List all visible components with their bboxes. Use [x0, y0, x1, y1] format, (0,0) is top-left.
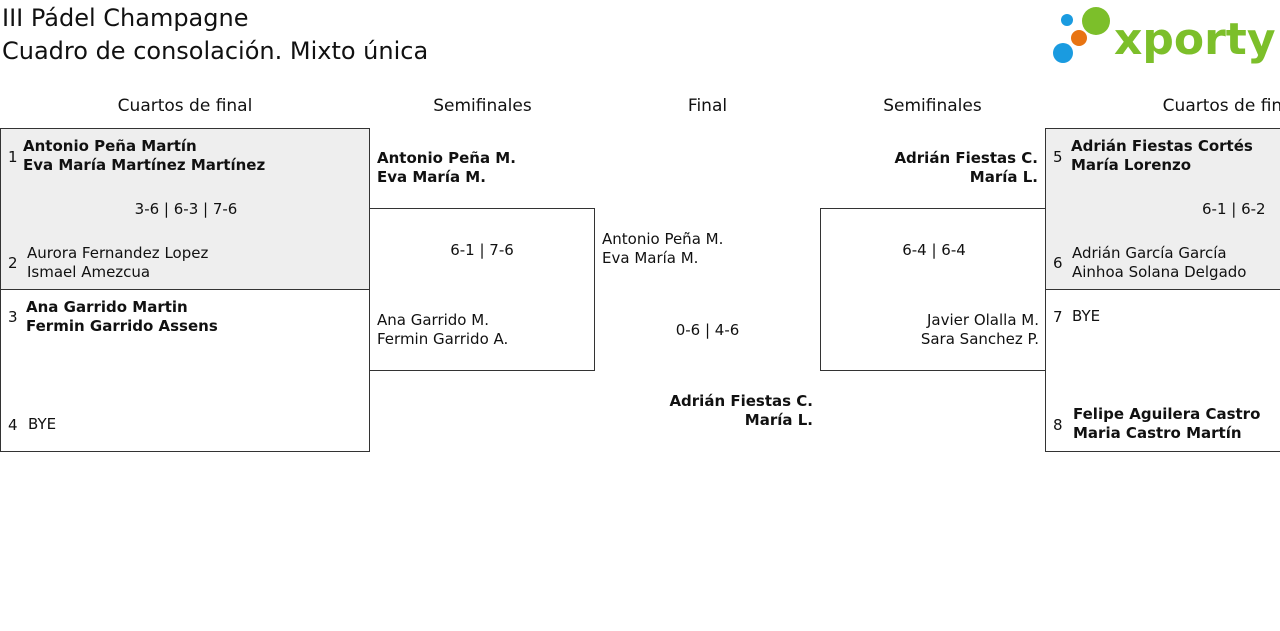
team-player: Adrián García García: [1072, 244, 1227, 262]
match-score: 6-1 | 7-6: [450, 241, 514, 259]
round-left-quarterfinals: Cuartos de final: [117, 96, 253, 116]
tournament-title: III Pádel Champagne Cuadro de consolació…: [2, 2, 428, 68]
right-qf-match-1[interactable]: 5 Adrián Fiestas Cortés María Lorenzo 6-…: [1045, 128, 1280, 290]
round-right-quarterfinals: Cuartos de final: [1162, 96, 1280, 116]
match-score: 6-4 | 6-4: [902, 241, 966, 259]
seed-number: 1: [8, 148, 18, 166]
left-qf-match-1[interactable]: 1 Antonio Peña Martín Eva María Martínez…: [0, 128, 370, 290]
xporty-logo-icon: xporty: [1053, 7, 1275, 65]
right-sf-team-a-player: María L.: [969, 168, 1038, 186]
logo-text: xporty: [1114, 14, 1275, 65]
final-winner-player: Adrián Fiestas C.: [669, 392, 813, 410]
match-score: 3-6 | 6-3 | 7-6: [134, 200, 238, 218]
left-sf-team-a-player: Eva María M.: [377, 168, 486, 186]
round-left-semifinals: Semifinales: [433, 96, 532, 116]
team-player: Javier Olalla M.: [927, 311, 1039, 329]
team-player: Sara Sanchez P.: [920, 330, 1039, 348]
final-winner-player: María L.: [744, 411, 813, 429]
team-player: Ana Garrido Martin: [26, 298, 188, 316]
team-player: Fermin Garrido Assens: [26, 317, 218, 335]
seed-number: 2: [8, 254, 18, 272]
right-qf-match-2[interactable]: 7 BYE 8 Felipe Aguilera Castro Maria Cas…: [1045, 289, 1280, 452]
seed-number: 4: [8, 416, 18, 434]
round-right-semifinals: Semifinales: [883, 96, 982, 116]
round-final: Final: [687, 96, 728, 116]
team-player: Ana Garrido M.: [377, 311, 489, 329]
seed-number: 5: [1053, 148, 1063, 166]
left-qf-match-2[interactable]: 3 Ana Garrido Martin Fermin Garrido Asse…: [0, 289, 370, 452]
xporty-logo[interactable]: xporty: [1050, 4, 1275, 68]
subtitle-line: Cuadro de consolación. Mixto única: [2, 37, 429, 65]
team-player: Adrián Fiestas Cortés: [1071, 137, 1253, 155]
team-player: Ismael Amezcua: [27, 263, 151, 281]
seed-number: 7: [1053, 308, 1063, 326]
left-sf-match[interactable]: 6-1 | 7-6 Ana Garrido M. Fermin Garrido …: [369, 208, 595, 371]
final-team-a-player: Eva María M.: [602, 249, 699, 267]
team-player: Maria Castro Martín: [1073, 424, 1242, 442]
team-player: Eva María Martínez Martínez: [23, 156, 266, 174]
final-team-a-player: Antonio Peña M.: [602, 230, 724, 248]
team-player: Antonio Peña Martín: [23, 137, 197, 155]
team-player: Felipe Aguilera Castro: [1073, 405, 1261, 423]
right-sf-match[interactable]: 6-4 | 6-4 Javier Olalla M. Sara Sanchez …: [820, 208, 1046, 371]
team-player: Ainhoa Solana Delgado: [1072, 263, 1247, 281]
title-line: III Pádel Champagne: [2, 4, 249, 32]
match-score: 6-1 | 6-2: [1202, 200, 1266, 218]
team-player: Fermin Garrido A.: [377, 330, 509, 348]
left-sf-team-a-player: Antonio Peña M.: [377, 149, 516, 167]
seed-number: 8: [1053, 416, 1063, 434]
final-score: 0-6 | 4-6: [675, 321, 740, 339]
seed-number: 6: [1053, 254, 1063, 272]
seed-number: 3: [8, 308, 18, 326]
team-player: BYE: [28, 415, 57, 433]
team-player: María Lorenzo: [1071, 156, 1192, 174]
team-player: Aurora Fernandez Lopez: [27, 244, 209, 262]
right-sf-team-a-player: Adrián Fiestas C.: [894, 149, 1038, 167]
team-player: BYE: [1072, 307, 1101, 325]
